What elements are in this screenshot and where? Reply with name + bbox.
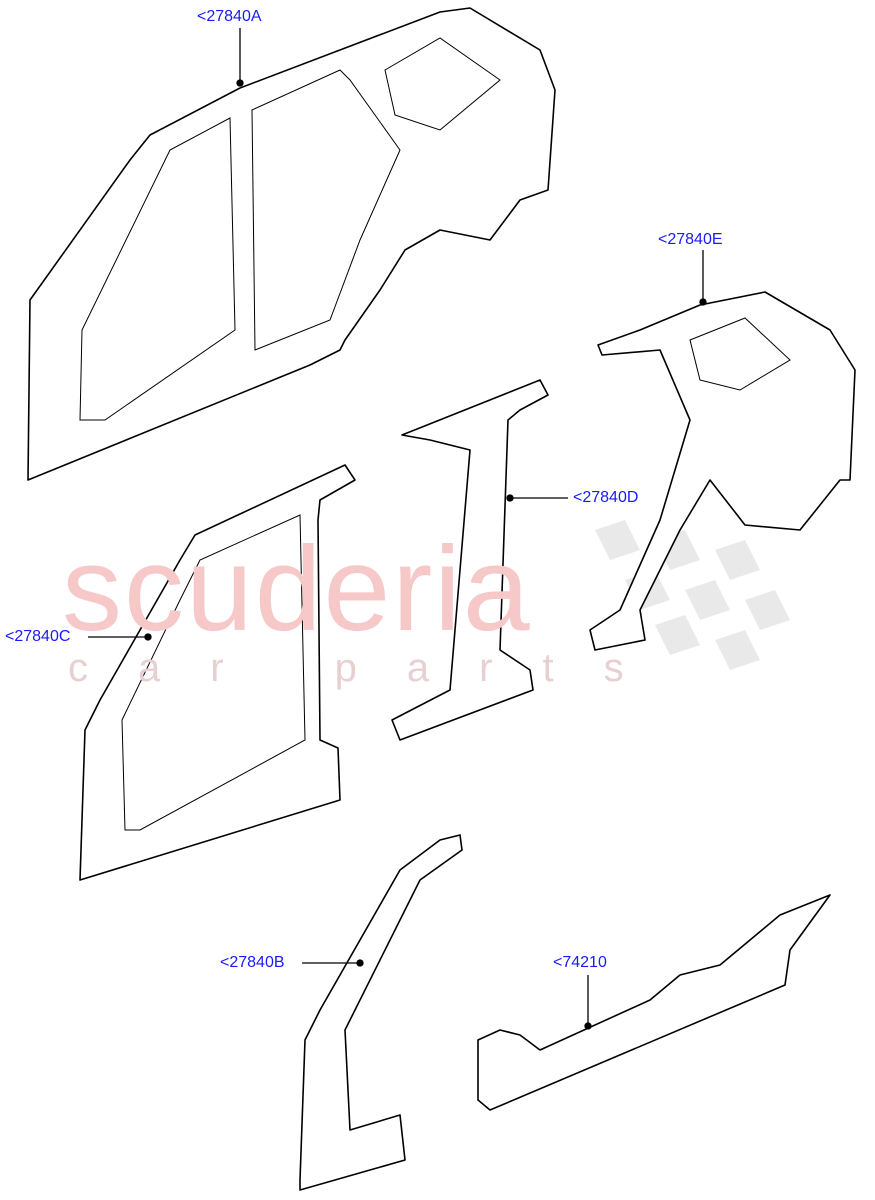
callout-74210[interactable]: <74210 xyxy=(553,954,607,971)
callout-27840E[interactable]: <27840E xyxy=(658,231,723,248)
callout-27840D[interactable]: <27840D xyxy=(573,489,639,506)
part-27840A-body-side xyxy=(27,7,556,481)
leader-lines xyxy=(88,28,707,1030)
checkered-flag-watermark xyxy=(595,520,790,670)
part-27840E-quarter-panel xyxy=(589,291,856,651)
part-27840B-a-pillar xyxy=(299,834,463,1191)
callout-27840B[interactable]: <27840B xyxy=(220,954,285,971)
callout-27840C[interactable]: <27840C xyxy=(5,628,71,645)
part-74210-sill-panel xyxy=(477,894,831,1111)
callout-27840A[interactable]: <27840A xyxy=(197,8,262,25)
part-27840C-front-door-aperture xyxy=(79,464,356,881)
part-27840D-b-pillar xyxy=(391,379,549,741)
